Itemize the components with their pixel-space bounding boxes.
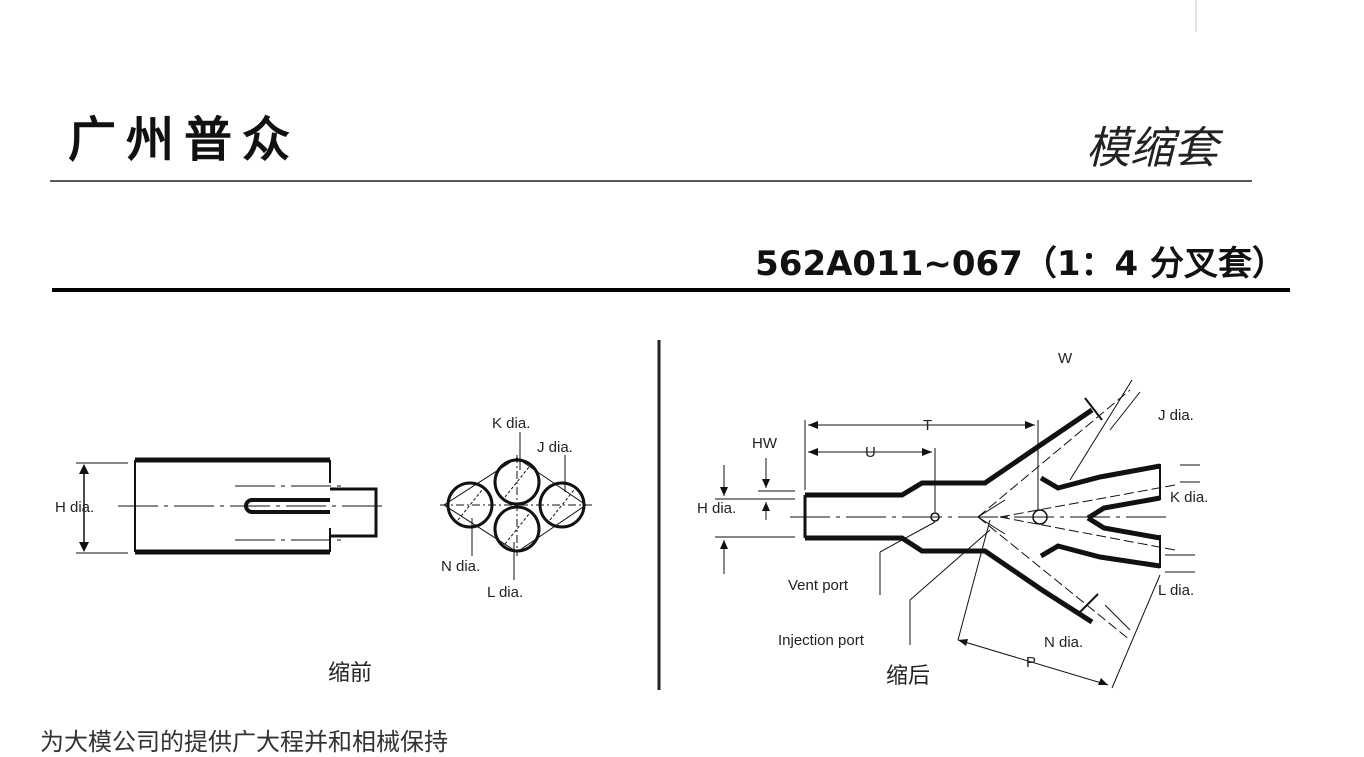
before-k-dia-label: K dia. (492, 415, 530, 432)
footer-note: 为大模公司的提供广大程并和相械保持 (40, 728, 448, 756)
after-hw-label: HW (752, 435, 778, 452)
before-caption: 缩前 (328, 661, 372, 686)
after-k-dia-label: K dia. (1170, 489, 1208, 506)
brand-title: 广州普众 (68, 112, 301, 168)
before-side-view (76, 457, 385, 555)
before-n-dia-label: N dia. (441, 558, 480, 575)
before-l-dia-label: L dia. (487, 584, 523, 601)
before-h-dia-label: H dia. (55, 499, 94, 516)
technical-drawings: H dia. K dia. J dia. N dia. L dia. 缩前 (50, 0, 1290, 690)
after-l-dia-label: L dia. (1158, 582, 1194, 599)
after-h-dia-label: H dia. (697, 500, 736, 517)
after-p-label: P (1026, 654, 1036, 671)
after-n-dia-label: N dia. (1044, 634, 1083, 651)
before-cross-section (440, 432, 595, 580)
after-u-label: U (865, 444, 876, 461)
after-caption: 缩后 (886, 664, 930, 689)
vent-port-label: Vent port (788, 577, 849, 594)
injection-port-label: Injection port (778, 632, 865, 649)
after-j-dia-label: J dia. (1158, 407, 1194, 424)
after-breakout-view (715, 379, 1200, 689)
after-t-label: T (923, 417, 932, 434)
before-j-dia-label: J dia. (537, 439, 573, 456)
model-title: 562A011~067（1：4 分叉套） (755, 244, 1286, 284)
product-category: 模缩套 (1086, 123, 1218, 174)
after-w-label: W (1058, 350, 1073, 367)
